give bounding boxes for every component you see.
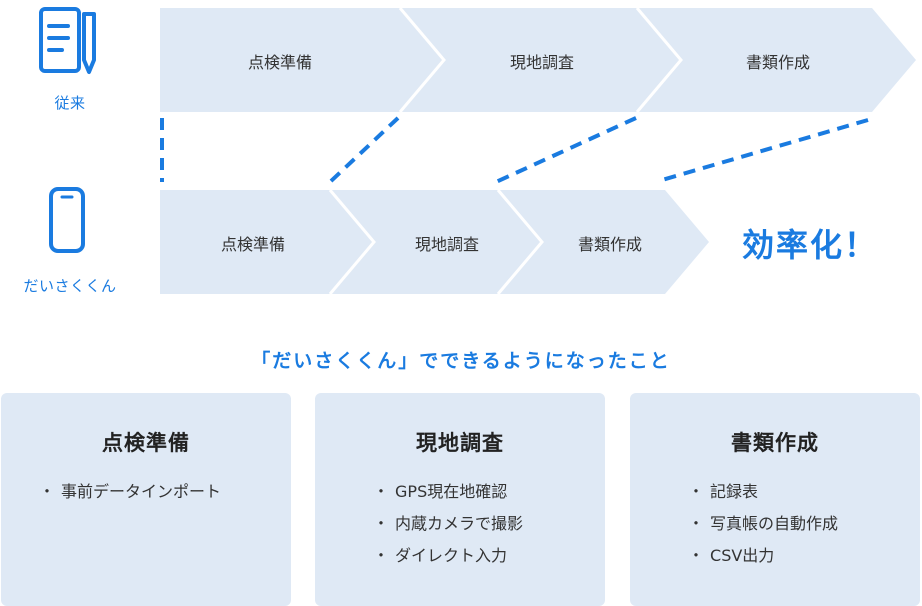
feature-card-documents: 書類作成 記録表 写真帳の自動作成 CSV出力 <box>630 393 920 606</box>
list-item: 記録表 <box>688 481 838 513</box>
notepad-pencil-icon <box>39 7 96 74</box>
traditional-step-1-chevron <box>160 8 444 112</box>
list-item: GPS現在地確認 <box>373 481 523 513</box>
app-step-3-chevron <box>498 190 709 294</box>
app-step-2-chevron <box>330 190 542 294</box>
list-item: 内蔵カメラで撮影 <box>373 513 523 545</box>
section-subtitle: 「だいさくくん」でできるようになったこと <box>251 350 671 372</box>
row-label-app: だいさくくん <box>23 277 117 295</box>
smartphone-icon <box>49 187 85 253</box>
process-diagram <box>160 7 916 295</box>
traditional-step-3-label: 書類作成 <box>745 53 810 72</box>
traditional-step-2-label: 現地調査 <box>509 53 574 72</box>
list-item: 事前データインポート <box>39 481 221 513</box>
card-title: 書類作成 <box>731 431 819 455</box>
traditional-step-1-label: 点検準備 <box>247 53 312 72</box>
traditional-step-3-chevron <box>637 8 916 112</box>
app-step-3-label: 書類作成 <box>577 235 642 254</box>
app-step-1-label: 点検準備 <box>220 235 285 254</box>
card-title: 現地調査 <box>416 431 504 455</box>
row-label-traditional: 従来 <box>54 94 86 112</box>
dashed-connectors <box>160 116 869 184</box>
list-item: CSV出力 <box>688 545 838 577</box>
feature-card-preparation: 点検準備 事前データインポート <box>1 393 291 606</box>
feature-card-survey: 現地調査 GPS現在地確認 内蔵カメラで撮影 ダイレクト入力 <box>315 393 605 606</box>
app-step-2-label: 現地調査 <box>414 235 479 254</box>
traditional-step-2-chevron <box>400 8 681 112</box>
list-item: 写真帳の自動作成 <box>688 513 838 545</box>
list-item: ダイレクト入力 <box>373 545 523 577</box>
app-step-1-chevron <box>160 190 374 294</box>
card-title: 点検準備 <box>102 431 190 455</box>
efficiency-result: 効率化！ <box>741 226 878 264</box>
